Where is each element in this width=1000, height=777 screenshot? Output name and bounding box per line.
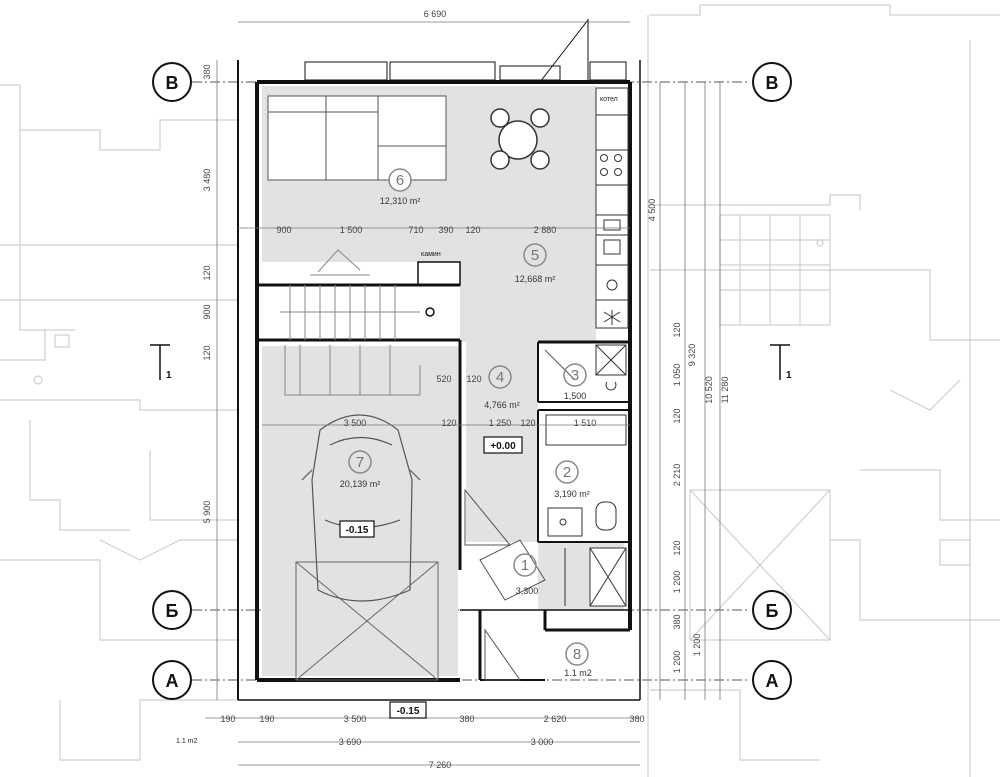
room-labels: 1 3,300 2 3,190 m² 3 1,500 4 4,766 m² 5 … — [340, 168, 592, 678]
dim-mid-5: 1 510 — [574, 418, 597, 428]
room-5-number: 5 — [531, 247, 539, 264]
dim-bot1-4: 380 — [459, 714, 474, 724]
dim-right-total-2: 10 520 — [704, 376, 714, 404]
axis-b-right — [752, 590, 792, 630]
room-2-area: 3,190 m² — [554, 489, 590, 499]
dim-left-3: 120 — [202, 265, 212, 280]
level-zero: +0.00 — [490, 441, 516, 452]
dim-right-6: 120 — [672, 540, 682, 555]
dim-bot1-5: 2 620 — [544, 714, 567, 724]
garage-door-zone — [295, 561, 439, 681]
room-4-number: 4 — [496, 369, 504, 386]
windows — [304, 18, 627, 83]
room-1-area: 3,300 — [516, 586, 539, 596]
doors — [464, 349, 576, 681]
car-outline — [301, 414, 421, 602]
dim-bot1-6: 380 — [629, 714, 644, 724]
dim-mid-3: 1 250 — [489, 418, 512, 428]
dim-left-2: 3 480 — [202, 169, 212, 192]
dim-bot2-1: 3 690 — [339, 737, 362, 747]
boiler-label: котел — [600, 96, 618, 103]
dim-bot1-3: 3 500 — [344, 714, 367, 724]
dim-right-10: 1 200 — [692, 634, 702, 657]
dim-upper-2: 1 500 — [340, 225, 363, 235]
axis-v-right-label: В — [766, 73, 779, 93]
room-3-area: 1,500 — [564, 391, 587, 401]
room-2-number: 2 — [563, 464, 571, 481]
dim-bot2-2: 3 000 — [531, 737, 554, 747]
dim-upper-5: 120 — [465, 225, 480, 235]
dim-upper-3: 710 — [408, 225, 423, 235]
dim-mid-2: 120 — [441, 418, 456, 428]
axis-v-left-label: В — [166, 73, 179, 93]
dim-right-9: 1 200 — [672, 651, 682, 674]
level-entry: -0.15 — [397, 706, 420, 717]
dim-right-4: 120 — [672, 408, 682, 423]
axis-v-right — [752, 62, 792, 102]
axis-a-left — [152, 660, 192, 700]
section-mark-right: 1 — [786, 370, 792, 381]
room-8-area: 1.1 m2 — [564, 668, 592, 678]
axis-v-left — [152, 62, 192, 102]
dimension-lines — [205, 21, 721, 766]
dim-left-1: 380 — [202, 64, 212, 79]
section-markers — [150, 344, 790, 380]
room-1-number: 1 — [521, 557, 529, 574]
dim-top-overall: 6 690 — [424, 9, 447, 19]
section-mark-left: 1 — [166, 370, 172, 381]
room-7-area: 20,139 m² — [340, 479, 381, 489]
neighbor-plan-left — [0, 84, 238, 761]
sofa — [267, 95, 447, 181]
dim-bot1-1: 190 — [220, 714, 235, 724]
axis-b-right-label: Б — [766, 601, 779, 621]
axis-a-left-label: А — [166, 671, 179, 691]
ghost-area-label: 1.1 m2 — [176, 738, 198, 745]
dim-right-5: 2 210 — [672, 464, 682, 487]
dim-left-6: 5 900 — [202, 501, 212, 524]
dim-upper-1: 900 — [276, 225, 291, 235]
dim-right-7: 1 200 — [672, 571, 682, 594]
kitchen-counter — [595, 87, 629, 329]
dim-upper-4: 390 — [438, 225, 453, 235]
bath-fixtures — [545, 344, 627, 607]
dim-right-8: 380 — [672, 614, 682, 629]
stair-post — [425, 307, 435, 317]
level-garage: -0.15 — [346, 525, 369, 536]
dim-mid-7: 120 — [466, 374, 481, 384]
dining-table — [490, 108, 550, 170]
axis-b-left-label: Б — [166, 601, 179, 621]
dim-mid-1: 3 500 — [344, 418, 367, 428]
dim-right-3: 1 050 — [672, 364, 682, 387]
dim-left-5: 120 — [202, 345, 212, 360]
room-6-number: 6 — [396, 172, 404, 189]
room-3-number: 3 — [571, 367, 579, 384]
dim-right-total-1: 9 320 — [687, 344, 697, 367]
room-7-number: 7 — [356, 454, 364, 471]
dim-mid-4: 120 — [520, 418, 535, 428]
dim-upper-6: 2 880 — [534, 225, 557, 235]
dim-bot1-2: 190 — [259, 714, 274, 724]
room-4-area: 4,766 m² — [484, 400, 520, 410]
neighbor-plan-right — [647, 4, 1000, 777]
room-5-area: 12,668 m² — [515, 274, 556, 284]
dim-right-2: 120 — [672, 322, 682, 337]
stairs — [280, 249, 421, 396]
room-8-number: 8 — [573, 646, 581, 663]
axis-a-right — [752, 660, 792, 700]
axis-a-right-label: А — [766, 671, 779, 691]
fireplace-label: камин — [421, 251, 441, 258]
room-6-area: 12,310 m² — [380, 196, 421, 206]
dim-mid-6: 520 — [436, 374, 451, 384]
axis-markers: В В Б Б А А — [152, 62, 792, 700]
dim-bot3-overall: 7 260 — [429, 760, 452, 770]
axis-b-left — [152, 590, 192, 630]
dim-right-total-3: 11 280 — [720, 377, 730, 404]
dim-right-1: 4 500 — [647, 199, 657, 222]
dim-left-4: 900 — [202, 304, 212, 319]
